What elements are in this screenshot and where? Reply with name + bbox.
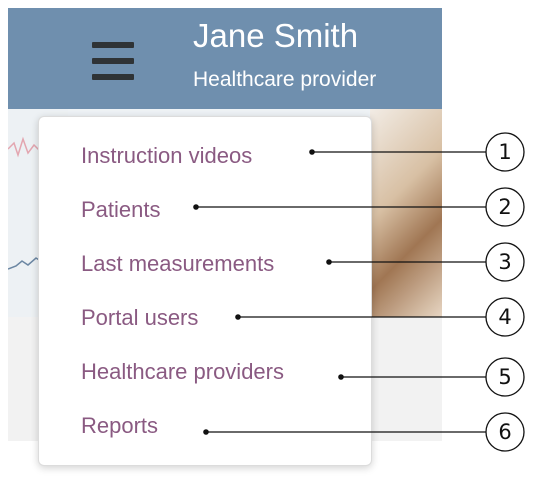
hamburger-line <box>92 74 134 80</box>
user-name: Jane Smith <box>193 17 359 54</box>
menu-item-portal-users[interactable]: Portal users <box>81 305 199 330</box>
menu-item-instruction-videos[interactable]: Instruction videos <box>81 143 253 168</box>
navigation-dropdown-menu: Instruction videos Patients Last measure… <box>38 116 372 466</box>
hamburger-menu-icon[interactable] <box>92 42 134 82</box>
callout-number-3: 3 <box>498 250 512 274</box>
menu-item-reports[interactable]: Reports <box>81 413 159 438</box>
callout-number-6: 6 <box>498 420 512 444</box>
hamburger-line <box>92 58 134 64</box>
menu-item-last-measurements[interactable]: Last measurements <box>81 251 275 276</box>
callout-number-4: 4 <box>498 305 512 329</box>
hamburger-line <box>92 42 134 48</box>
callout-number-1: 1 <box>498 140 512 164</box>
background-photo <box>370 109 442 317</box>
callout-number-5: 5 <box>498 365 512 389</box>
menu-item-patients[interactable]: Patients <box>81 197 161 222</box>
app-header: Jane Smith Healthcare provider <box>8 8 442 109</box>
menu-item-healthcare-providers[interactable]: Healthcare providers <box>81 359 284 384</box>
user-role: Healthcare provider <box>193 68 377 91</box>
callout-number-2: 2 <box>498 195 512 219</box>
